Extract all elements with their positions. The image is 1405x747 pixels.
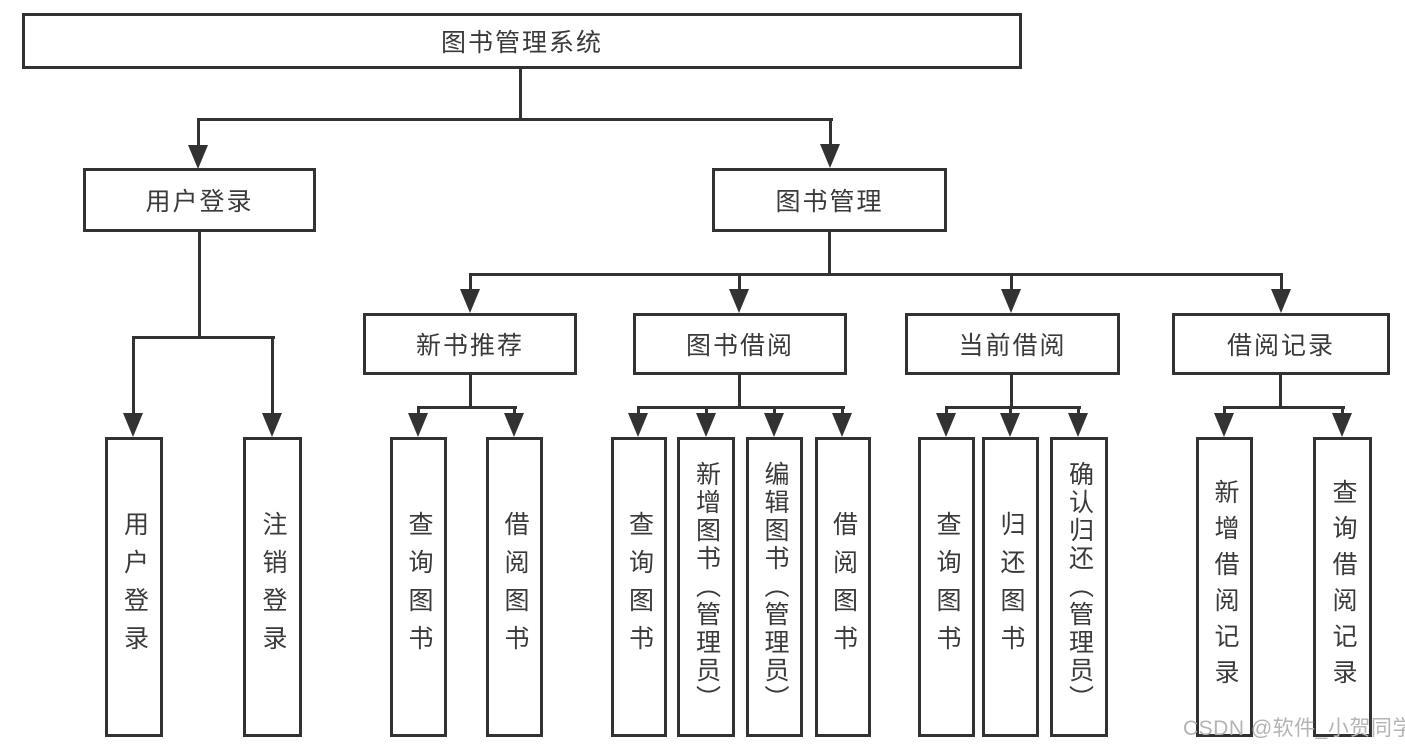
connector-drop-leaf [945,408,948,416]
arrow-down-icon [628,413,648,437]
arrow-down-icon [123,413,143,437]
node-label: 图书管理系统 [440,29,603,57]
arrow-down-icon [820,144,840,168]
node-label: 图书借阅 [685,332,794,360]
leaf-label: 查询图书 [405,511,433,663]
node-user-login: 用户登录 [83,168,316,232]
node-book-management: 图书管理 [712,168,947,232]
connector-bus [1223,406,1345,409]
leaf-add-books-admin: 新增图书（管理员） [677,437,735,737]
leaf-edit-books-admin: 编辑图书（管理员） [746,437,803,737]
connector-user-login-bus [132,336,275,339]
leaf-label: 归还图书 [997,511,1025,663]
arrow-down-icon [262,413,282,437]
node-library-management-system: 图书管理系统 [22,13,1022,69]
connector-bus [945,406,1081,409]
node-label: 当前借阅 [958,332,1067,360]
leaf-confirm-return-admin: 确认归还（管理员） [1050,437,1108,737]
leaf-borrow-books: 借阅图书 [815,437,871,737]
connector-drop-leaf [417,408,420,416]
connector-root-bus [197,118,833,121]
connector-drop-user-login [197,120,200,147]
leaf-add-borrow-record: 新增借阅记录 [1196,437,1253,737]
connector-drop-leaf [132,338,135,415]
connector-stem [1279,375,1282,409]
arrow-down-icon [1332,413,1352,437]
leaf-return-books: 归还图书 [982,437,1039,737]
leaf-user-login: 用户登录 [105,437,163,737]
node-book-borrow: 图书借阅 [633,313,847,375]
leaf-label: 确认归还（管理员） [1065,461,1094,713]
connector-drop-leaf [773,408,776,416]
connector-drop-book-borrow [738,275,741,291]
leaf-label: 注销登录 [259,511,287,663]
node-new-book-recommend: 新书推荐 [363,313,577,375]
connector-drop-leaf [637,408,640,416]
leaf-query-books-current: 查询图书 [918,437,975,737]
leaf-label: 用户登录 [120,511,149,663]
leaf-label: 借阅图书 [501,511,529,663]
arrow-down-icon [832,413,852,437]
leaf-label: 查询借阅记录 [1329,479,1357,695]
connector-stem [1010,375,1013,409]
leaf-query-borrow-record: 查询借阅记录 [1313,437,1372,737]
arrow-down-icon [1068,413,1088,437]
node-borrow-records: 借阅记录 [1172,313,1390,375]
arrow-down-icon [460,289,480,313]
leaf-label: 借阅图书 [829,511,858,663]
arrow-down-icon [1001,289,1021,313]
connector-drop-leaf [1341,408,1344,416]
arrow-down-icon [764,413,784,437]
connector-drop-leaf [271,338,274,415]
connector-drop-book-management [829,120,832,147]
node-label: 借阅记录 [1226,332,1335,360]
leaf-label: 查询图书 [933,511,961,663]
connector-drop-leaf [841,408,844,416]
arrow-down-icon [1000,413,1020,437]
leaf-query-books-borrow: 查询图书 [611,437,667,737]
connector-drop-leaf [1223,408,1226,416]
node-label: 用户登录 [145,188,254,216]
arrow-down-icon [1214,413,1234,437]
leaf-query-books-recommend: 查询图书 [390,437,447,737]
connector-drop-new-book [469,275,472,291]
node-label: 图书管理 [775,188,884,216]
leaf-borrow-books-recommend: 借阅图书 [486,437,543,737]
connector-bus [637,406,845,409]
connector-root-stem [519,68,522,121]
connector-book-management-bus [469,273,1283,276]
connector-drop-borrow-records [1280,275,1283,291]
node-current-borrow: 当前借阅 [905,313,1120,375]
connector-stem [738,375,741,409]
connector-bus [417,406,517,409]
connector-drop-leaf [513,408,516,416]
arrow-down-icon [1271,289,1291,313]
arrow-down-icon [696,413,716,437]
arrow-down-icon [504,413,524,437]
connector-drop-leaf [1009,408,1012,416]
arrow-down-icon [408,413,428,437]
connector-stem [469,375,472,409]
connector-book-management-stem [828,232,831,276]
connector-drop-leaf [705,408,708,416]
leaf-label: 新增图书（管理员） [692,461,721,713]
csdn-watermark: CSDN @软件_小贺同学 [1183,717,1405,740]
connector-user-login-stem [198,232,201,339]
node-label: 新书推荐 [415,332,524,360]
leaf-label: 查询图书 [625,511,654,663]
connector-drop-leaf [1077,408,1080,416]
leaf-label: 新增借阅记录 [1211,479,1239,695]
arrow-down-icon [729,289,749,313]
arrow-down-icon [188,145,208,169]
connector-drop-current-borrow [1010,275,1013,291]
leaf-label: 编辑图书（管理员） [761,461,789,713]
leaf-logout-login: 注销登录 [243,437,302,737]
arrow-down-icon [936,413,956,437]
